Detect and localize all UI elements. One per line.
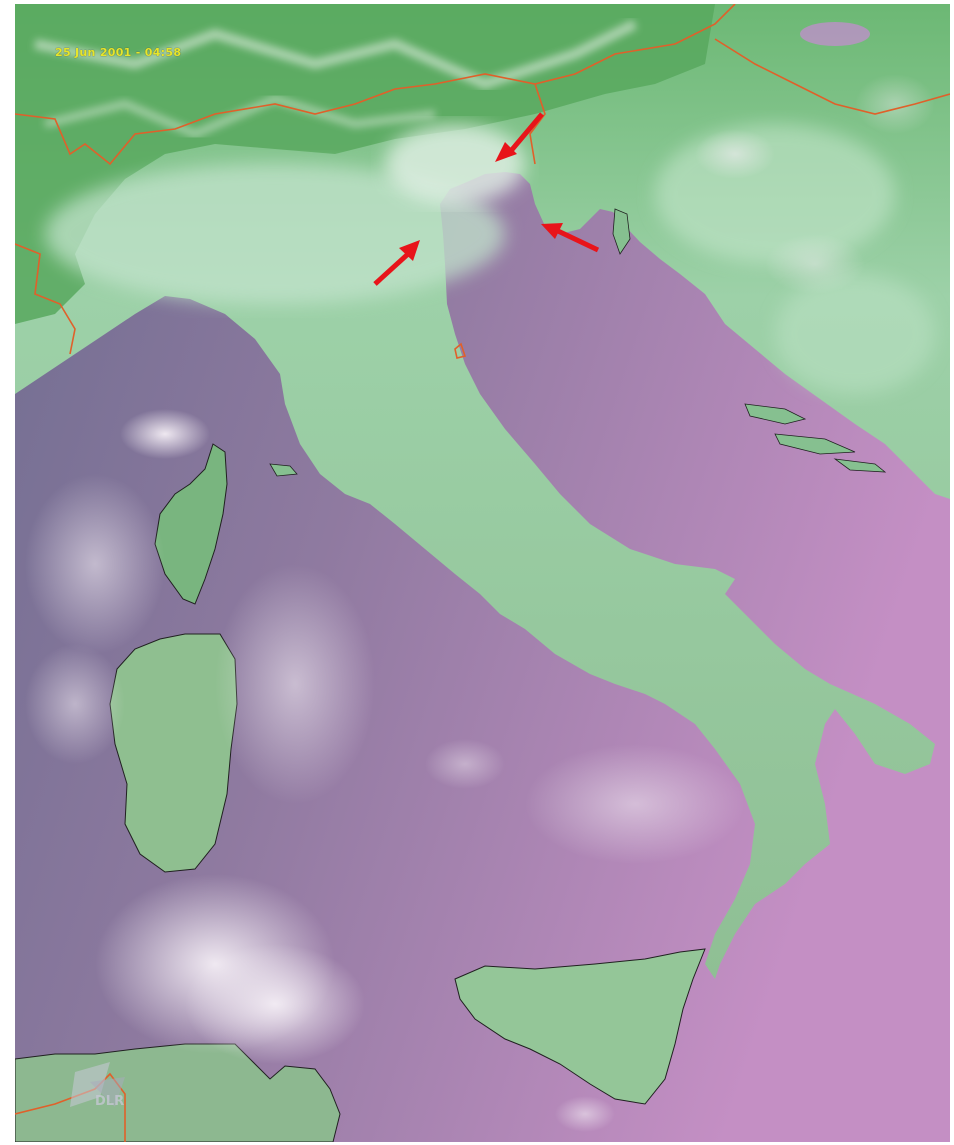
corsica (154, 443, 228, 605)
arrow-north (495, 112, 544, 162)
satellite-image-frame: 25 Jun 2001 - 04:58 DLR (15, 4, 950, 1142)
sicily (454, 948, 706, 1105)
satellite-map (15, 4, 950, 1142)
arrow-east (541, 223, 600, 253)
arrow-west (373, 240, 420, 286)
timestamp-label: 25 Jun 2001 - 04:58 (55, 46, 182, 59)
cloud-cover (25, 22, 935, 1132)
dlr-logo-icon (70, 1062, 125, 1107)
alps (15, 4, 715, 324)
annotation-arrows (373, 112, 600, 286)
logo-text: DLR (95, 1094, 125, 1109)
